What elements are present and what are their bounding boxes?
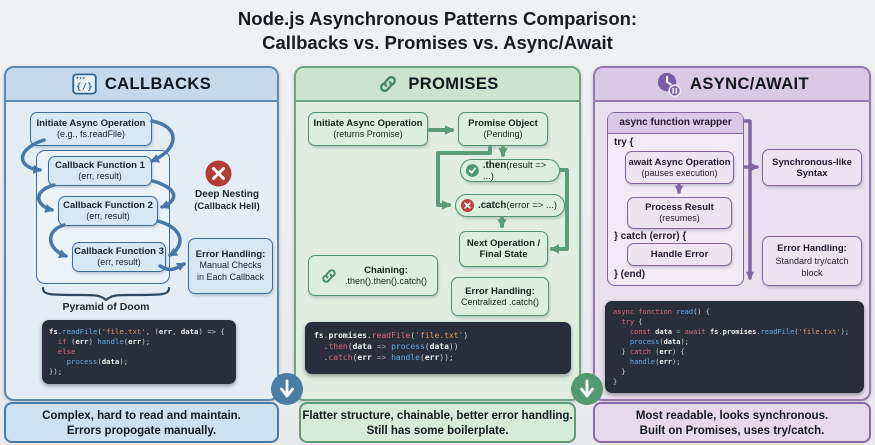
then-node: .then(result => ...)	[460, 159, 560, 182]
process-result-node: Process Result (resumes)	[627, 197, 732, 229]
async-code-block: async function read() { try { const data…	[605, 301, 864, 393]
svg-text:{/}: {/}	[76, 82, 93, 92]
callbacks-error-handling-node: Error Handling: Manual Checks in Each Ca…	[188, 238, 273, 294]
deep-nesting-x-icon	[205, 160, 232, 187]
async-await-header: ASYNC/AWAIT	[595, 68, 869, 102]
node-text: (Pending)	[483, 129, 523, 139]
promises-summary-line-2: Still has some boilerplate.	[366, 425, 509, 437]
node-text: (err, result)	[97, 257, 141, 267]
callbacks-code-block: fs.readFile('file.txt', (err, data) => {…	[42, 320, 236, 384]
callbacks-summary: Complex, hard to read and maintain. Erro…	[4, 402, 279, 443]
callbacks-summary-line-1: Complex, hard to read and maintain.	[42, 410, 241, 422]
end-label: } (end)	[614, 269, 646, 280]
node-text: Chaining:	[364, 264, 408, 276]
async-await-summary: Most readable, looks synchronous. Built …	[593, 402, 871, 443]
node-text: Syntax	[796, 167, 828, 179]
next-operation-node: Next Operation / Final State	[459, 231, 548, 267]
promises-summary: Flatter structure, chainable, better err…	[299, 402, 576, 443]
node-text: Initiate Async Operation	[313, 118, 423, 129]
node-text: .then().then().catch()	[344, 275, 428, 286]
title-line-2: Callbacks vs. Promises vs. Async/Await	[262, 32, 613, 53]
deep-nesting-line-2: (Callback Hell)	[194, 200, 260, 212]
node-text: (err, result)	[78, 171, 122, 181]
await-async-operation-node: await Async Operation (pauses execution)	[625, 151, 734, 184]
pyramid-of-doom-label: Pyramid of Doom	[62, 301, 150, 313]
node-text: (resumes)	[659, 213, 700, 223]
catch-label-text: } catch (error) {	[614, 231, 687, 242]
async-summary-line-2: Built on Promises, uses try/catch.	[639, 425, 825, 437]
callbacks-header: {/} CALLBACKS	[6, 68, 277, 102]
callbacks-summary-line-2: Errors propogate manually.	[66, 425, 217, 437]
node-text: Error Handling:	[777, 243, 847, 254]
promises-header: PROMISES	[296, 68, 579, 102]
node-text: Callback Function 2	[63, 200, 153, 211]
node-text: Process Result	[645, 202, 714, 213]
async-wrapper-title: async function wrapper	[608, 113, 743, 134]
code-window-icon: {/}	[72, 73, 97, 95]
clock-pause-icon	[657, 72, 682, 97]
deep-nesting-line-1: Deep Nesting	[195, 189, 259, 200]
chaining-text: Chaining: .then().then().catch()	[345, 265, 427, 287]
node-text: Centralized .catch()	[460, 296, 540, 307]
promise-object-node: Promise Object (Pending)	[458, 112, 548, 146]
underbrace-icon	[41, 287, 171, 301]
async-summary-line-1: Most readable, looks synchronous.	[635, 410, 829, 422]
node-text: block	[801, 268, 823, 278]
promises-initiate-node: Initiate Async Operation (returns Promis…	[308, 112, 428, 146]
promises-summary-line-1: Flatter structure, chainable, better err…	[302, 410, 573, 422]
node-text: Error Handling:	[465, 285, 535, 297]
down-arrow-circle-icon	[271, 373, 303, 405]
node-text: Promise Object	[468, 118, 538, 129]
callback-function-3-node: Callback Function 3 (err, result)	[72, 242, 166, 272]
catch-label: .catch(error => ...)	[478, 200, 558, 211]
handle-error-node: Handle Error	[627, 243, 732, 266]
node-text: Error Handling:	[195, 248, 266, 260]
node-text: (e.g., fs.readFile)	[56, 129, 126, 139]
callbacks-initiate-node: Initiate Async Operation (e.g., fs.readF…	[30, 112, 152, 146]
page-title: Node.js Asynchronous Patterns Comparison…	[0, 7, 875, 55]
synchronous-like-syntax-node: Synchronous-like Syntax	[762, 149, 862, 186]
node-text: Final State	[479, 249, 528, 260]
node-text: Callback Function 3	[74, 246, 164, 257]
node-text: Next Operation /	[466, 238, 541, 249]
catch-node: .catch(error => ...)	[455, 194, 565, 217]
chain-link-icon	[322, 268, 336, 283]
node-text: Initiate Async Operation	[36, 118, 146, 129]
node-text: Synchronous-like	[772, 156, 852, 168]
try-label: try {	[614, 137, 634, 148]
node-text: Standard try/catch	[775, 256, 849, 266]
node-text: Handle Error	[650, 249, 709, 260]
async-await-header-label: ASYNC/AWAIT	[690, 74, 809, 93]
promises-error-handling-node: Error Handling: Centralized .catch()	[451, 277, 549, 316]
deep-nesting-label: Deep Nesting (Callback Hell)	[178, 189, 276, 212]
node-text: await Async Operation	[628, 156, 731, 168]
callbacks-header-label: CALLBACKS	[104, 74, 212, 93]
node-text: (pauses execution)	[641, 167, 718, 178]
promises-header-label: PROMISES	[408, 74, 499, 93]
node-text: Manual Checks	[199, 260, 262, 271]
node-text: Callback Function 1	[55, 160, 145, 171]
chaining-node: Chaining: .then().then().catch()	[308, 255, 438, 296]
node-text: in Each Callback	[196, 271, 265, 282]
then-label: .then(result => ...)	[482, 159, 547, 182]
chain-link-icon	[380, 75, 397, 93]
x-circle-icon	[461, 199, 474, 212]
down-arrow-circle-icon	[571, 373, 603, 405]
title-line-1: Node.js Asynchronous Patterns Comparison…	[237, 8, 638, 29]
node-text: (err, result)	[86, 211, 130, 221]
async-error-handling-node: Error Handling: Standard try/catch block	[762, 236, 862, 286]
node-text: (returns Promise)	[333, 129, 403, 139]
callback-function-2-node: Callback Function 2 (err, result)	[58, 196, 158, 226]
promises-code-block: fs.promises.readFile('file.txt') .then(d…	[305, 322, 571, 374]
callback-function-1-node: Callback Function 1 (err, result)	[48, 156, 152, 186]
check-circle-icon	[466, 164, 479, 177]
